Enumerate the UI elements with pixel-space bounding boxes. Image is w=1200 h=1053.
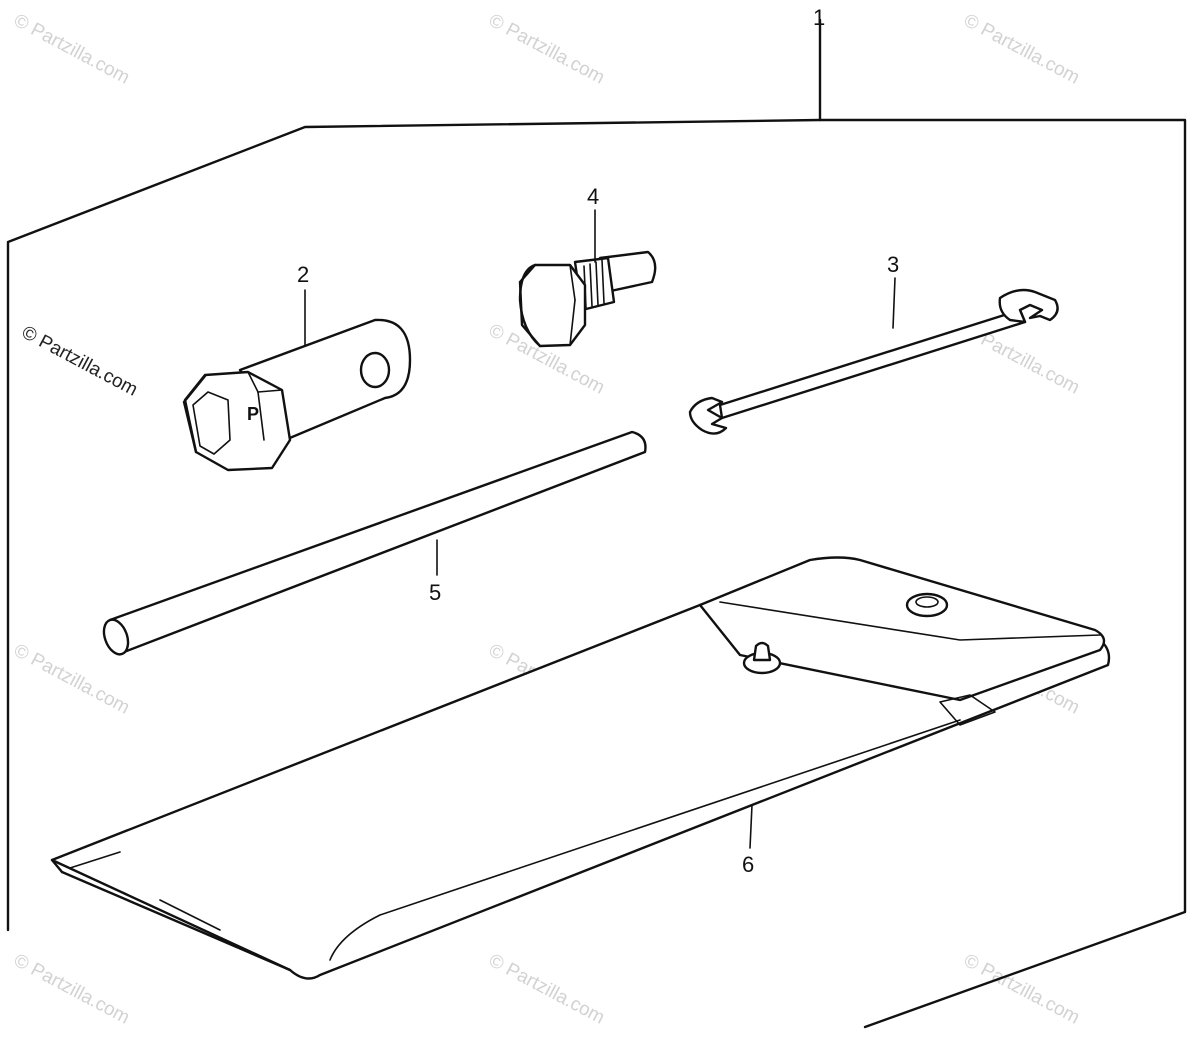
callout-2: 2 (297, 262, 309, 287)
tommy-bar[interactable] (100, 430, 647, 658)
open-end-wrench[interactable] (688, 288, 1059, 435)
callout-6: 6 (742, 852, 754, 877)
drain-plug-bolt[interactable] (518, 250, 657, 348)
tool-bag[interactable] (50, 556, 1111, 980)
kit-boundary (6, 18, 1187, 1029)
callout-5: 5 (429, 580, 441, 605)
callout-3: 3 (887, 252, 899, 277)
callout-1: 1 (813, 5, 825, 30)
callout-4: 4 (587, 184, 599, 209)
spark-plug-wrench[interactable]: P (182, 318, 412, 472)
plug-wrench-mark: P (247, 404, 259, 424)
callout-leaders (304, 209, 896, 849)
